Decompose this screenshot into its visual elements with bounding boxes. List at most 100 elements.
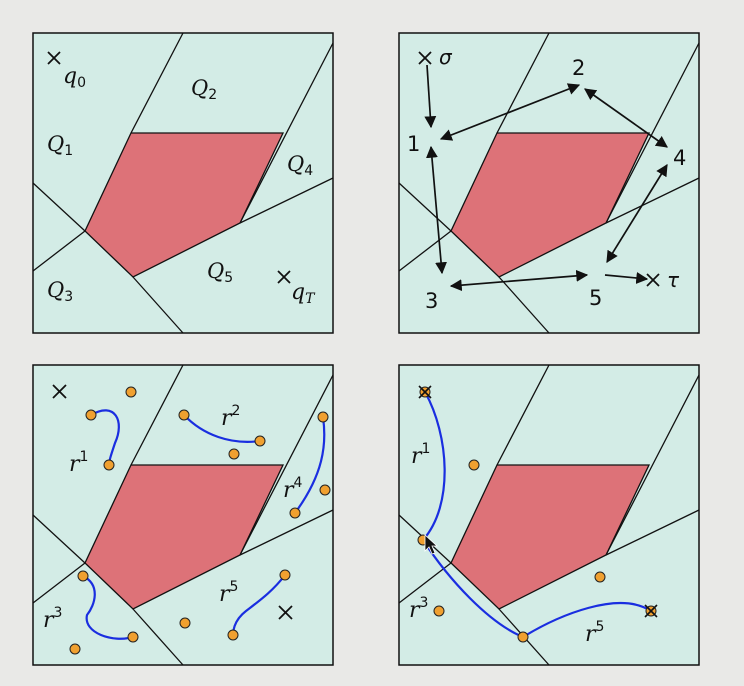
x-mark-icon (277, 270, 291, 284)
sample-point (468, 459, 480, 471)
path-curve-r4 (294, 416, 326, 514)
region-boundary-line (32, 230, 86, 272)
path-label-r1: r1 (69, 449, 88, 477)
start-marker (52, 384, 67, 399)
region-boundary-line (130, 364, 184, 466)
obstacle-polygon (84, 132, 285, 278)
sample-point (279, 569, 291, 581)
region-boundary-line (605, 374, 700, 556)
goal-marker (278, 605, 293, 620)
region-label-q3: Q3 (47, 278, 73, 305)
path-curve-r3 (82, 575, 134, 640)
x-mark-icon (52, 384, 67, 399)
sample-point (517, 631, 529, 643)
sample-point (69, 643, 81, 655)
path-label-r3: r3 (409, 595, 428, 623)
region-boundary-line (132, 608, 184, 666)
start-label: q0 (63, 64, 86, 91)
x-mark-icon (646, 273, 660, 287)
sample-point (103, 459, 115, 471)
sample-point (319, 484, 331, 496)
sample-point (77, 570, 89, 582)
solution-path-r5 (522, 602, 652, 638)
sample-point (228, 448, 240, 460)
sample-point (594, 571, 606, 583)
mouse-cursor-icon (424, 534, 439, 555)
node-label-5: 5 (589, 286, 602, 310)
panel-frame (32, 364, 334, 666)
path-label-r4: r4 (283, 475, 303, 503)
path-label-r5: r5 (219, 579, 238, 607)
x-mark-icon (418, 385, 432, 399)
sample-point (254, 435, 266, 447)
start-marker (47, 51, 61, 65)
goal-marker (644, 604, 658, 618)
node-label-1: 1 (407, 132, 420, 156)
path-label-r3: r3 (43, 605, 62, 633)
region-boundary-line (605, 509, 700, 556)
edge-2-4 (584, 88, 668, 148)
node-label-4: 4 (673, 146, 686, 170)
region-graph-panel: σ τ 1 2 3 4 5 (398, 32, 700, 334)
sampled-paths-panel: r1 r2 r3 r4 r5 (32, 364, 334, 666)
panel-frame (398, 364, 700, 666)
solution-path-panel: r1 r3 r5 (398, 364, 700, 666)
node-label-2: 2 (572, 56, 585, 80)
edge-1-2 (439, 83, 581, 141)
region-boundary-line (239, 509, 334, 556)
sample-point (85, 409, 97, 421)
region-graph-canvas: σ τ 1 2 3 4 5 (398, 32, 700, 334)
x-mark-icon (418, 51, 432, 65)
sample-point (125, 386, 137, 398)
obstacle-polygon (84, 464, 285, 610)
tau-marker (646, 273, 660, 287)
path-curve-r2 (183, 414, 261, 443)
path-label-r2: r2 (221, 403, 240, 431)
x-mark-icon (47, 51, 61, 65)
region-boundary-line (239, 177, 334, 224)
sample-point (317, 411, 329, 423)
region-label-q5: Q5 (207, 259, 233, 286)
sample-point (179, 617, 191, 629)
region-boundary-line (132, 276, 184, 334)
node-label-3: 3 (425, 289, 438, 313)
panel-frame (398, 32, 700, 334)
goal-marker (277, 270, 291, 284)
sample-point (227, 629, 239, 641)
region-boundary-line (239, 374, 334, 556)
region-label-q2: Q2 (191, 76, 217, 103)
edge-5-to-tau (604, 272, 649, 284)
sigma-label: σ (439, 45, 453, 69)
region-boundary-line (496, 364, 550, 466)
region-boundary-line (130, 32, 184, 134)
sample-point (127, 631, 139, 643)
goal-label: qT (291, 280, 316, 307)
region-boundary-line (32, 562, 86, 604)
sample-point (289, 507, 301, 519)
tau-label: τ (667, 268, 680, 292)
region-boundary-line (398, 562, 452, 604)
edge-3-5 (449, 269, 589, 292)
edge-4-5 (606, 163, 668, 264)
sample-point (178, 409, 190, 421)
start-marker (418, 385, 432, 399)
region-label-q1: Q1 (47, 132, 73, 159)
solution-path-r1 (422, 391, 446, 541)
edge-1-3 (426, 145, 447, 275)
panel-frame (32, 32, 334, 334)
region-partition-panel: q0 Q1 Q2 Q3 Q4 Q5 qT (32, 32, 334, 334)
sample-point (433, 605, 445, 617)
region-label-q4: Q4 (287, 152, 313, 179)
path-label-r5: r5 (585, 619, 604, 647)
solution-path-canvas: r1 r3 r5 (398, 364, 700, 666)
sample-points (69, 386, 331, 655)
sigma-marker (418, 51, 432, 65)
region-boundary-line (32, 514, 86, 564)
region-boundary-line (239, 42, 334, 224)
region-partition-canvas: q0 Q1 Q2 Q3 Q4 Q5 qT (32, 32, 334, 334)
region-boundary-line (32, 182, 86, 232)
edge-sigma-to-1 (424, 64, 437, 129)
path-label-r1: r1 (411, 441, 430, 469)
x-mark-icon (278, 605, 293, 620)
obstacle-polygon (450, 464, 651, 610)
